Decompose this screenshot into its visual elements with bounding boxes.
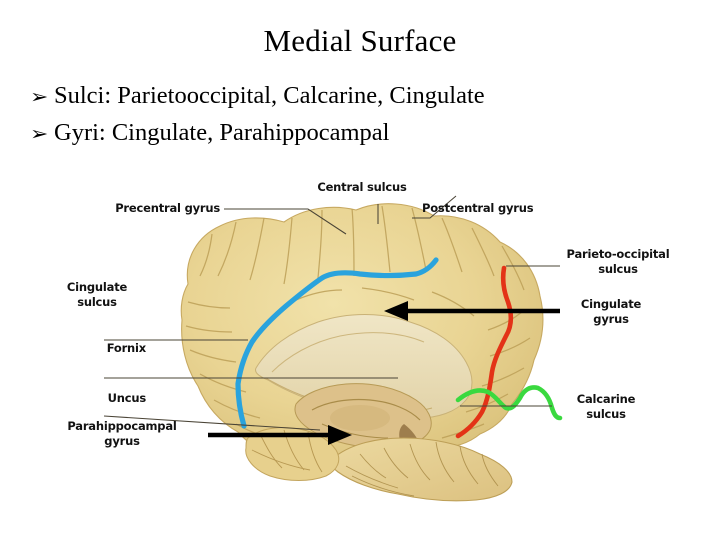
cingulate-gyrus-arrow bbox=[384, 301, 560, 321]
cerebellum-brainstem bbox=[245, 427, 513, 502]
brain-diagram-figure: Central sulcus Precentral gyrus Postcent… bbox=[60, 172, 670, 512]
label-parieto-occipital-sulcus: Parieto-occipital sulcus bbox=[566, 247, 670, 276]
label-uncus: Uncus bbox=[107, 391, 147, 405]
arrow-bullet-icon: ➢ bbox=[30, 123, 49, 145]
label-cingulate-sulcus: Cingulate sulcus bbox=[66, 280, 128, 309]
pointer-arrows bbox=[208, 301, 560, 445]
cingulate-sulcus-highlight bbox=[235, 257, 439, 429]
calcarine-sulcus-highlight bbox=[455, 385, 563, 421]
bullet-list: ➢ Sulci: Parietooccipital, Calcarine, Ci… bbox=[30, 80, 690, 154]
label-precentral-gyrus: Precentral gyrus bbox=[115, 201, 220, 215]
parieto-occipital-sulcus-highlight bbox=[455, 265, 514, 439]
label-cingulate-gyrus: Cingulate gyrus bbox=[580, 297, 642, 326]
label-fornix: Fornix bbox=[106, 341, 147, 355]
label-central-sulcus: Central sulcus bbox=[317, 180, 407, 194]
label-parahippocampal-gyrus: Parahippocampal gyrus bbox=[67, 419, 177, 448]
label-postcentral-gyrus: Postcentral gyrus bbox=[422, 201, 534, 215]
bullet-text-gyri: Gyri: Cingulate, Parahippocampal bbox=[54, 119, 390, 146]
brain-illustration bbox=[103, 195, 563, 502]
page-title: Medial Surface bbox=[263, 23, 457, 58]
list-item: ➢ Gyri: Cingulate, Parahippocampal bbox=[30, 117, 690, 149]
list-item: ➢ Sulci: Parietooccipital, Calcarine, Ci… bbox=[30, 80, 690, 112]
bullet-text-sulci: Sulci: Parietooccipital, Calcarine, Cing… bbox=[54, 82, 485, 109]
arrow-bullet-icon: ➢ bbox=[30, 86, 49, 108]
parahippocampal-gyrus-arrow bbox=[208, 425, 352, 445]
label-calcarine-sulcus: Calcarine sulcus bbox=[576, 392, 636, 421]
leader-lines bbox=[103, 195, 560, 431]
cerebrum-body bbox=[180, 203, 544, 467]
